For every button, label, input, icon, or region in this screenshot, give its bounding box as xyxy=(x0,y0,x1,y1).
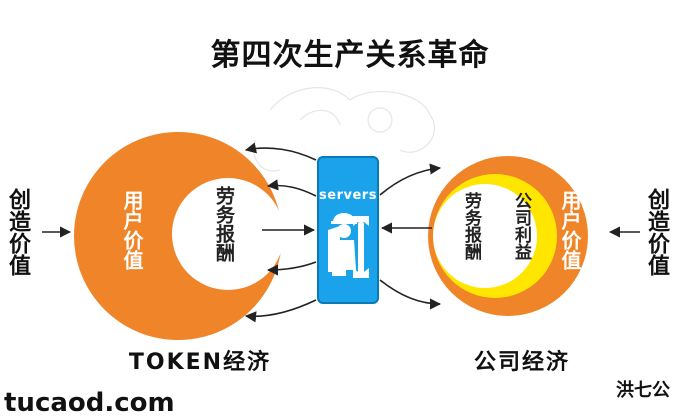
left-input-label: 创造价值 xyxy=(5,188,30,276)
right-inner-profit-label: 公司利益 xyxy=(511,192,531,260)
left-outer-label: 用户价值 xyxy=(120,190,144,270)
arrows xyxy=(42,142,640,323)
right-input-label: 创造价值 xyxy=(644,188,669,276)
arrow-server-to-left-upper xyxy=(266,179,317,197)
page-title: 第四次生产关系革命 xyxy=(210,38,490,73)
arrow-server-to-left-lower xyxy=(266,261,317,276)
right-outer-label: 用户价值 xyxy=(558,190,582,270)
arrow-server-to-left-bottom xyxy=(244,299,317,323)
left-caption: TOKEN经济 xyxy=(128,350,272,375)
background-doodle xyxy=(253,87,436,172)
left-inner-label: 劳务报酬 xyxy=(213,186,235,262)
right-caption: 公司经济 xyxy=(473,350,570,375)
arrow-server-to-right-bottom xyxy=(379,279,442,310)
author-watermark: 洪七公 xyxy=(616,380,670,401)
right-inner-labor-label: 劳务报酬 xyxy=(461,192,481,260)
arrow-server-to-right-top xyxy=(379,163,442,196)
site-watermark: tucaod.com xyxy=(4,388,175,418)
server-label: servers xyxy=(319,188,377,203)
right-inner-circle xyxy=(433,184,537,288)
arrow-server-to-left-top xyxy=(244,142,317,161)
left-inner-circle xyxy=(172,178,284,290)
worker-with-wrench-icon xyxy=(328,213,369,278)
